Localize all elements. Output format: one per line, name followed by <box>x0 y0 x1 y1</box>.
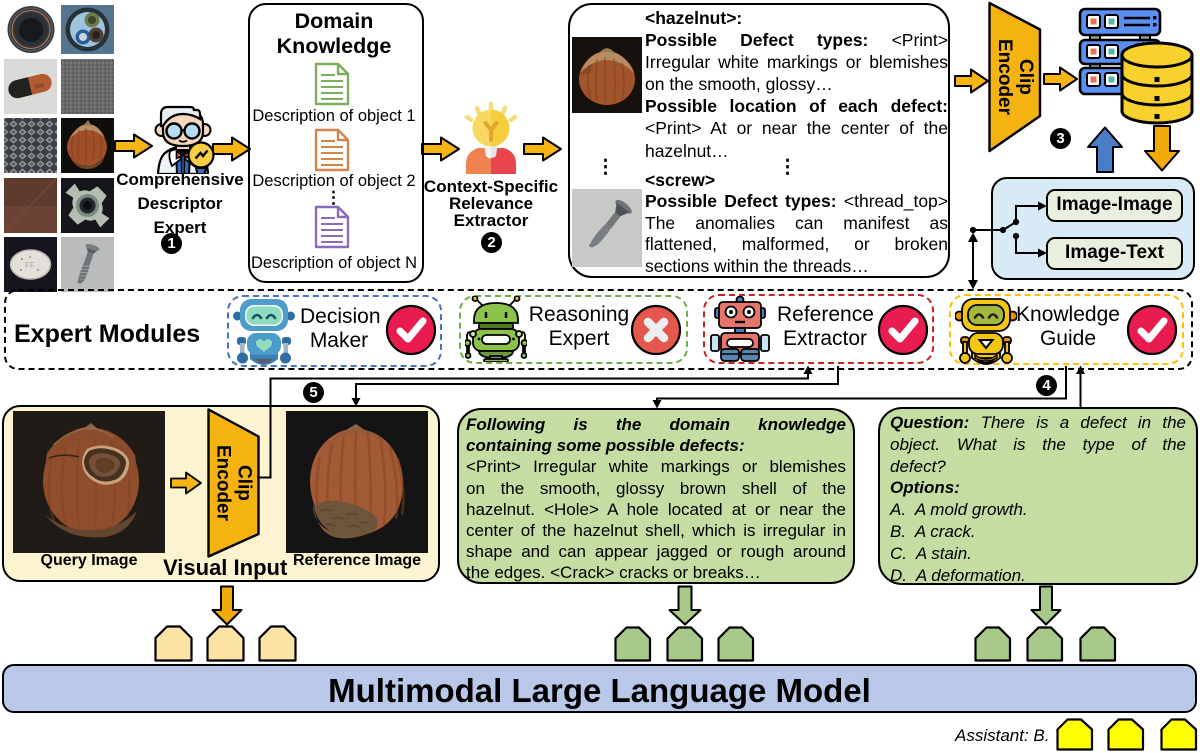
svg-text:500: 500 <box>34 82 46 90</box>
svg-text:FF: FF <box>25 261 35 270</box>
